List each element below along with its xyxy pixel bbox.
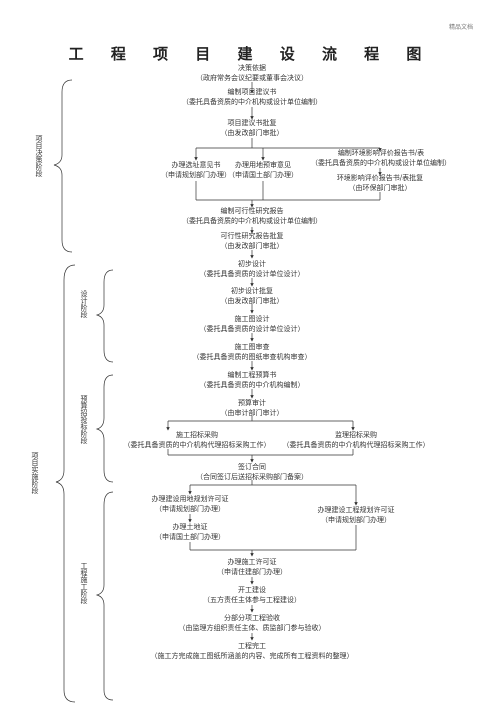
step-title: 办理用地预审意见: [235, 161, 291, 169]
step-note: （委托具备资质的中介机构代理招标采购工作）: [123, 441, 271, 449]
step-note: （由发改部门审批）: [220, 297, 284, 305]
step-note: （合同签订后送招标采购部门备案）: [196, 473, 308, 481]
step-title: 初步设计批复: [231, 287, 273, 295]
step-title: 办理土地证: [172, 523, 208, 531]
step-note: （申请住建部门办理）: [217, 568, 287, 576]
step-note: （由审计部门审计）: [220, 409, 284, 417]
step-note: （政府常务会议纪要或董事会决议）: [196, 74, 308, 82]
step-title: 施工图设计: [234, 315, 270, 323]
step-note: （委托具备资质的中介机构或设计单位编制）: [182, 98, 322, 106]
step-land-certificate: 办理土地证 （申请国土部门办理）: [140, 522, 240, 542]
step-preliminary-design: 初步设计 （委托具备资质的设计单位设计）: [172, 259, 332, 279]
step-title: 办理建设用地规划许可证: [151, 495, 229, 503]
step-title: 编制工程预算书: [227, 371, 277, 379]
step-title: 环境影响评价报告书/表批复: [336, 174, 424, 182]
step-title: 预算审计: [238, 399, 266, 407]
step-title: 施工图审查: [234, 343, 270, 351]
step-note: （五方责任主体参与工程建设）: [203, 596, 301, 604]
step-note: （委托具备资质的图纸审查机构审查）: [192, 353, 312, 361]
step-feasibility-study: 编制可行性研究报告 （委托具备资质的中介机构或设计单位编制）: [162, 206, 342, 226]
step-title: 工程完工: [238, 642, 266, 650]
step-note: （施工方完成施工图纸所涵盖的内容、完成所有工程资料的整理）: [150, 652, 354, 660]
phase-label-construction: 工程施工阶段: [80, 562, 88, 604]
step-note: （委托具备资质的中介机构或设计单位编制）: [182, 217, 322, 225]
step-title: 办理施工许可证: [227, 558, 277, 566]
step-supervision-tender: 监理招标采购 （委托具备资质的中介机构代理招标采购工作）: [276, 430, 436, 450]
step-title: 施工招标采购: [176, 431, 218, 439]
step-note: （委托具备资质的设计单位设计）: [199, 325, 305, 333]
phase-label-design: 设计阶段: [80, 290, 88, 318]
step-decision-basis: 决策依据 （政府常务会议纪要或董事会决议）: [172, 63, 332, 83]
step-budget-audit: 预算审计 （由审计部门审计）: [192, 398, 312, 418]
step-sub-project-acceptance: 分部分项工程验收 （由监理方组织责任主体、质监部门参与验收）: [162, 613, 342, 633]
step-note: （由发改部门审批）: [220, 242, 284, 250]
step-preliminary-design-approval: 初步设计批复 （由发改部门审批）: [182, 286, 322, 306]
step-construction-drawing-design: 施工图设计 （委托具备资质的设计单位设计）: [172, 314, 332, 334]
step-land-pre-review: 办理用地预审意见 （申请国土部门办理）: [225, 160, 301, 180]
step-title: 编制可行性研究报告: [220, 207, 284, 215]
phase-label-budget-tender: 预算招投标阶段: [80, 395, 88, 444]
step-title: 开工建设: [238, 586, 266, 594]
step-note: （申请国土部门办理）: [228, 171, 298, 179]
step-note: （委托具备资质的中介机构或设计单位编制）: [311, 159, 451, 167]
step-title: 分部分项工程验收: [224, 614, 280, 622]
step-start-construction: 开工建设 （五方责任主体参与工程建设）: [182, 585, 322, 605]
step-title: 可行性研究报告批复: [220, 232, 284, 240]
step-note: （申请规划部门办理）: [321, 516, 391, 524]
step-title: 编制项目建议书: [227, 88, 277, 96]
corner-note: 精品文档: [448, 24, 473, 31]
step-note: （申请规划部门办理）: [161, 171, 231, 179]
step-land-planning-permit: 办理建设用地规划许可证 （申请规划部门办理）: [140, 494, 240, 514]
step-note: （申请国土部门办理）: [155, 533, 225, 541]
step-note: （委托具备资质的中介机构编制）: [199, 381, 305, 389]
step-drawing-review: 施工图审查 （委托具备资质的图纸审查机构审查）: [172, 342, 332, 362]
step-budget-preparation: 编制工程预算书 （委托具备资质的中介机构编制）: [172, 370, 332, 390]
step-title: 编制环境影响评价报告书/表: [337, 149, 425, 157]
step-sign-contract: 签订合同 （合同签订后送招标采购部门备案）: [182, 462, 322, 482]
step-note: （由环保部门审批）: [348, 184, 412, 192]
step-engineering-planning-permit: 办理建设工程规划许可证 （申请规划部门办理）: [300, 505, 412, 525]
phase-label-implementation: 项目实施阶段: [31, 452, 39, 494]
step-note: （申请规划部门办理）: [155, 505, 225, 513]
step-project-proposal: 编制项目建议书 （委托具备资质的中介机构或设计单位编制）: [162, 87, 342, 107]
step-title: 办理建设工程规划许可证: [317, 506, 395, 514]
step-title: 办理选址意见书: [171, 161, 221, 169]
step-note: （由监理方组织责任主体、质监部门参与验收）: [178, 624, 326, 632]
step-note: （由发改部门审批）: [220, 129, 284, 137]
step-title: 初步设计: [238, 260, 266, 268]
step-note: （委托具备资质的中介机构代理招标采购工作）: [282, 441, 430, 449]
step-construction-tender: 施工招标采购 （委托具备资质的中介机构代理招标采购工作）: [112, 430, 282, 450]
step-title: 项目建议书批复: [227, 119, 277, 127]
step-eia-report: 编制环境影响评价报告书/表 （委托具备资质的中介机构或设计单位编制）: [300, 148, 462, 168]
step-construction-permit: 办理施工许可证 （申请住建部门办理）: [192, 557, 312, 577]
step-site-selection: 办理选址意见书 （申请规划部门办理）: [146, 160, 246, 180]
step-title: 监理招标采购: [335, 431, 377, 439]
step-eia-approval: 环境影响评价报告书/表批复 （由环保部门审批）: [320, 173, 440, 193]
step-note: （委托具备资质的设计单位设计）: [199, 270, 305, 278]
step-proposal-approval: 项目建议书批复 （由发改部门审批）: [182, 118, 322, 138]
page-title: 工 程 项 目 建 设 流 程 图: [68, 45, 433, 63]
step-project-completion: 工程完工 （施工方完成施工图纸所涵盖的内容、完成所有工程资料的整理）: [142, 641, 362, 661]
step-title: 决策依据: [238, 64, 266, 72]
step-feasibility-approval: 可行性研究报告批复 （由发改部门审批）: [182, 231, 322, 251]
phase-label-decision: 项目决策阶段: [35, 135, 43, 177]
step-title: 签订合同: [238, 463, 266, 471]
